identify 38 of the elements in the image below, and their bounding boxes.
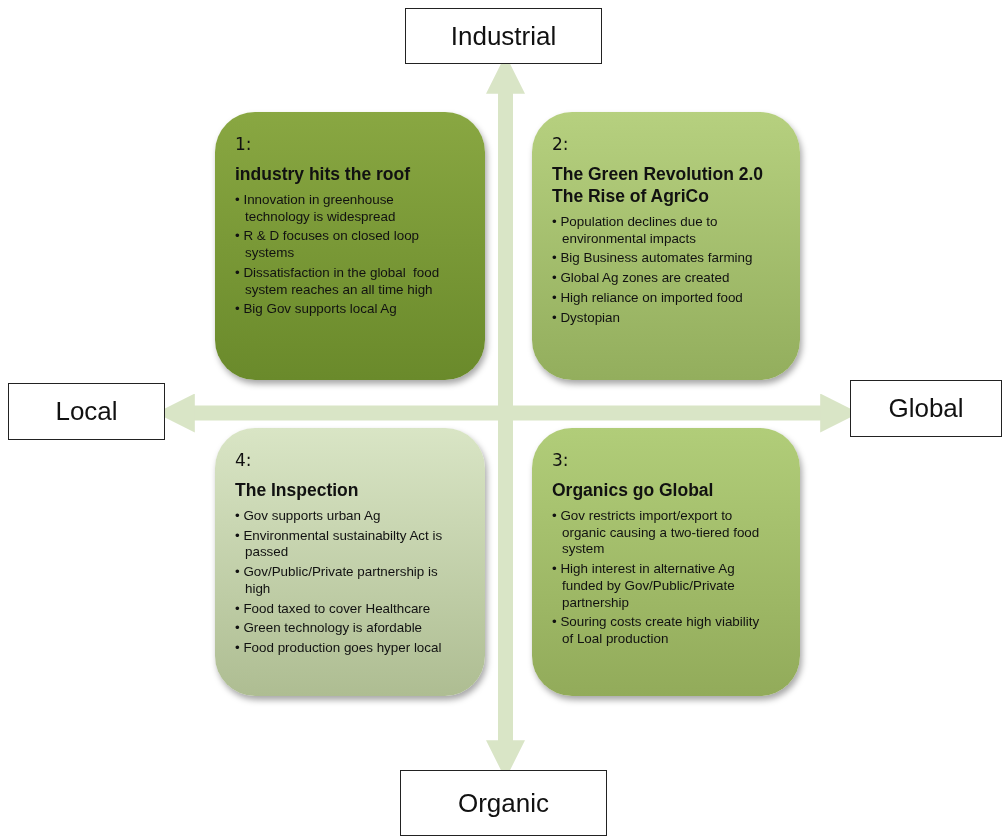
scenario-card (532, 428, 800, 696)
axis-label: Global (888, 393, 964, 424)
bullet-item: • Global Ag zones are created (552, 270, 731, 287)
scenario-card (215, 428, 485, 696)
scenario-number: 3: (552, 450, 570, 470)
bullet-item: • Dissatisfaction in the global food system reaches an all time high (235, 264, 441, 299)
bullet-item: • Big Business automates farming (552, 250, 754, 267)
axis-label: Organic (457, 787, 549, 819)
bullet-item: • Food taxed to cover Healthcare (235, 600, 432, 618)
bullet-item: • R & D focuses on closed loop systems (235, 228, 421, 262)
bullet-item: • Gov supports urban Ag (235, 507, 382, 525)
bullet-item: • Innovation in greenhouse technology is widespread (235, 191, 397, 226)
scenario-title: The Inspection (235, 480, 360, 502)
scenario-card (215, 112, 485, 380)
scenario-number: 2: (552, 134, 570, 154)
bullet-item: • Food production goes hyper local (235, 640, 443, 657)
bullet-item: • High reliance on imported food (552, 289, 744, 307)
axis-label-box (8, 383, 165, 440)
scenario-title: industry hits the roof (235, 164, 411, 186)
axis-label-box (405, 8, 602, 64)
bullet-item: • Dystopian (552, 309, 621, 327)
bullet-item: • Souring costs create high viability of Loal production (552, 614, 761, 648)
scenario-title: Organics go Global (552, 480, 715, 502)
scenario-title: The Green Revolution 2.0 The Rise of AgriCo (552, 164, 765, 208)
axis-label-box (400, 770, 607, 836)
bullet-item: • Green technology is afordable (235, 620, 424, 638)
bullet-item: • Population declines due to environmental impacts (552, 213, 719, 248)
bullet-item: • High interest in alternative Ag funded by Gov/Public/Private partnership (552, 561, 736, 612)
bullet-item: • Environmental sustainabilty Act is passed (235, 527, 444, 562)
bullet-item: • Gov/Public/Private partnership is high (235, 564, 439, 598)
bullet-item: • Gov restricts import/export to organic causing a two-tiered food system (552, 507, 761, 559)
bullet-item: • Big Gov supports local Ag (235, 301, 398, 319)
scenario-card (532, 112, 800, 380)
axis-label: Industrial (450, 20, 557, 52)
scenario-number: 1: (235, 134, 253, 154)
scenario-number: 4: (235, 450, 253, 470)
axis-label: Local (55, 396, 118, 427)
axis-label-box (850, 380, 1002, 437)
